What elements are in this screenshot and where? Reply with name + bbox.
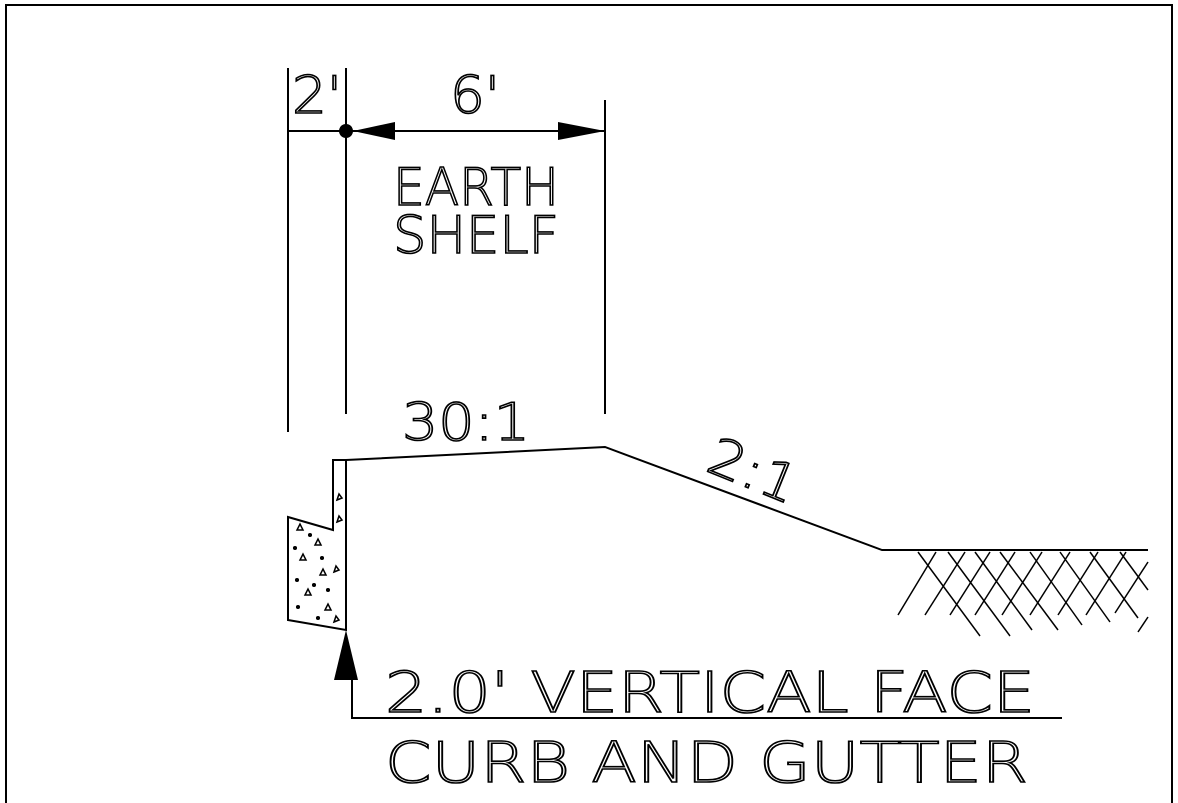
earth-shelf-label-line1: EARTH — [393, 158, 559, 218]
curb-label-line1: 2.0' VERTICAL FACE — [385, 661, 1035, 726]
dimension-left-label: 2' — [292, 66, 342, 126]
curb-label-line2: CURB AND GUTTER — [385, 731, 1028, 796]
drawing-border — [5, 4, 1173, 803]
leader-arrow — [334, 630, 358, 680]
earth-shelf-label-line2: SHELF — [393, 206, 559, 266]
dimension-dot — [339, 124, 353, 138]
ground-profile — [345, 445, 1148, 551]
dimension-arrow-left — [353, 122, 395, 140]
earth-hatch — [897, 551, 1149, 637]
dimension-arrow-right — [558, 122, 605, 140]
leader-line — [351, 675, 1062, 719]
concrete-hatch — [292, 492, 344, 624]
shelf-slope-label: 30:1 — [402, 393, 530, 453]
dimension-shelf-label: 6' — [450, 66, 500, 126]
